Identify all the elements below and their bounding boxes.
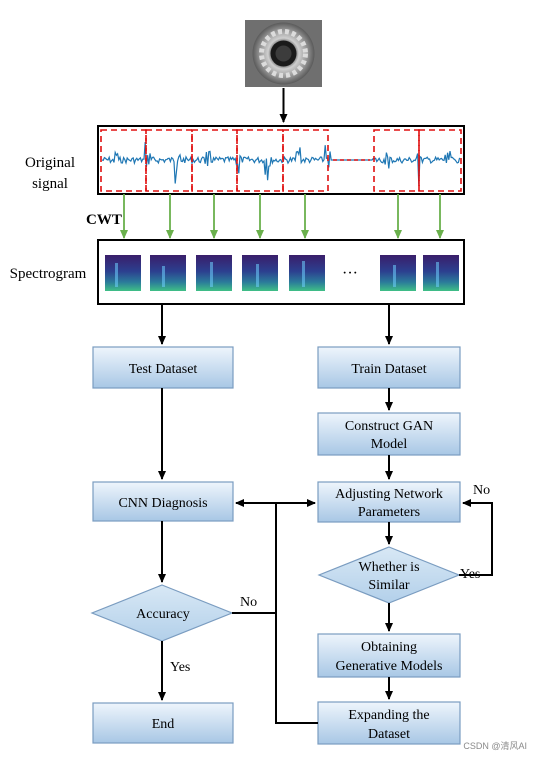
spectrogram-panel bbox=[97, 239, 465, 305]
cnn-diagnosis-box bbox=[92, 481, 234, 522]
accuracy-yes-label: Yes bbox=[170, 660, 190, 675]
train-dataset-box bbox=[317, 346, 461, 389]
expanding-label-1: Expanding the bbox=[348, 708, 429, 723]
similar-label-1: Whether is bbox=[358, 560, 419, 575]
adjusting-parameters-box bbox=[317, 481, 461, 523]
obtaining-label-1: Obtaining bbox=[361, 640, 417, 655]
obtaining-models-box bbox=[317, 633, 461, 678]
construct-gan-label-2: Model bbox=[371, 437, 408, 452]
cwt-label: CWT bbox=[86, 212, 122, 228]
train-dataset-label: Train Dataset bbox=[351, 362, 426, 377]
cwt-arrows bbox=[120, 194, 444, 239]
accuracy-no-label: No bbox=[240, 595, 257, 610]
original-signal-label-2: signal bbox=[32, 176, 68, 192]
expanding-dataset-box bbox=[317, 701, 461, 745]
expanding-label-2: Dataset bbox=[368, 727, 410, 742]
signal-segment-boxes bbox=[100, 129, 462, 192]
adjusting-label-1: Adjusting Network bbox=[335, 487, 443, 502]
bearing-image bbox=[245, 20, 322, 87]
spectrogram-ellipsis: ··· bbox=[342, 265, 358, 282]
adjusting-no-label: No bbox=[473, 483, 490, 498]
watermark-text: CSDN @清风AI bbox=[463, 740, 527, 751]
construct-gan-box bbox=[317, 412, 461, 456]
obtaining-label-2: Generative Models bbox=[336, 659, 443, 674]
expanding-feedback-line bbox=[275, 503, 318, 724]
spectrogram-tiles bbox=[105, 255, 459, 291]
original-signal-label-1: Original bbox=[25, 155, 75, 171]
accuracy-label: Accuracy bbox=[136, 607, 190, 622]
similar-decision bbox=[317, 546, 461, 604]
spectrogram-label: Spectrogram bbox=[10, 266, 87, 282]
loop-similar-no-to-adjusting bbox=[459, 499, 493, 576]
end-box bbox=[92, 702, 234, 744]
similar-yes-label: Yes bbox=[460, 567, 480, 582]
vibration-signal-waveform bbox=[101, 141, 461, 185]
original-signal-panel bbox=[97, 125, 465, 195]
test-dataset-box bbox=[92, 346, 234, 389]
end-label: End bbox=[152, 717, 175, 732]
cnn-diagnosis-label: CNN Diagnosis bbox=[118, 496, 207, 511]
construct-gan-label-1: Construct GAN bbox=[345, 419, 433, 434]
similar-label-2: Similar bbox=[368, 578, 410, 593]
adjusting-label-2: Parameters bbox=[358, 505, 420, 520]
test-dataset-label: Test Dataset bbox=[129, 362, 198, 377]
